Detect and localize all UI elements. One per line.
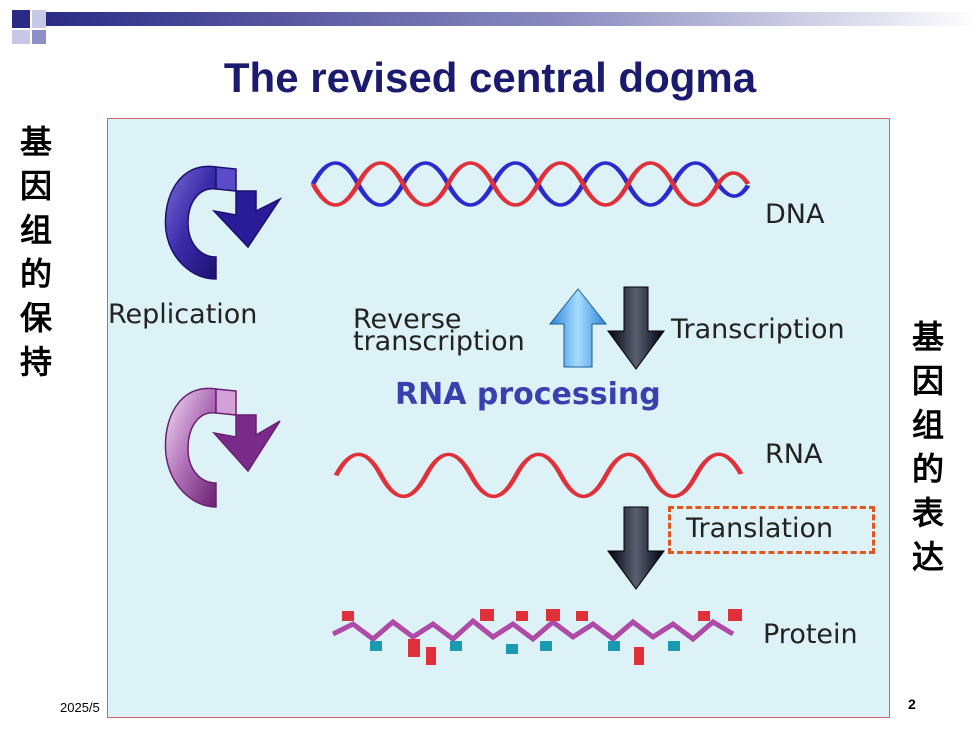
page-number: 2 — [908, 696, 916, 712]
top-decoration-bar — [12, 10, 980, 44]
right-char: 因 — [911, 362, 944, 400]
rna-processing-label: RNA processing — [395, 377, 661, 412]
replication-label: Replication — [108, 299, 258, 330]
diagram-graphics — [164, 161, 751, 665]
right-char: 基 — [911, 318, 944, 356]
slide-date: 2025/5 — [60, 700, 100, 715]
left-vertical-label: 基 因 组 的 保 持 — [16, 120, 56, 384]
rna-label: RNA — [765, 439, 823, 470]
transcription-label: Transcription — [671, 314, 845, 345]
right-vertical-label: 基 因 组 的 表 达 — [908, 315, 948, 579]
reverse-transcription-arrow-icon — [548, 288, 608, 368]
protein-chain-icon — [331, 609, 742, 665]
left-char: 组 — [19, 211, 52, 249]
slide-title: The revised central dogma — [223, 54, 757, 101]
translation-label: Translation — [686, 513, 834, 544]
right-char: 的 — [911, 450, 944, 488]
left-char: 持 — [19, 343, 52, 381]
rna-replication-cycle-icon — [164, 387, 281, 508]
left-char: 的 — [19, 255, 52, 293]
reverse-transcription-label: Reverse transcription — [353, 304, 525, 357]
protein-label: Protein — [763, 619, 858, 650]
translation-box — [668, 506, 875, 554]
translation-arrow-icon — [607, 506, 665, 590]
left-char: 保 — [19, 299, 52, 337]
right-char: 组 — [911, 406, 944, 444]
dna-strand-red — [310, 161, 751, 207]
reverse-line1: Reverse — [353, 304, 462, 335]
right-char: 表 — [911, 494, 944, 532]
rna-strand — [333, 452, 744, 499]
central-dogma-diagram: DNA Replication Reverse transcription Tr… — [107, 118, 890, 718]
left-char: 基 — [19, 123, 52, 161]
left-char: 因 — [19, 167, 52, 205]
dna-label: DNA — [765, 199, 825, 230]
transcription-arrow-icon — [607, 286, 665, 370]
replication-cycle-icon — [164, 165, 283, 280]
right-char: 达 — [911, 538, 944, 576]
reverse-line2: transcription — [353, 326, 525, 357]
